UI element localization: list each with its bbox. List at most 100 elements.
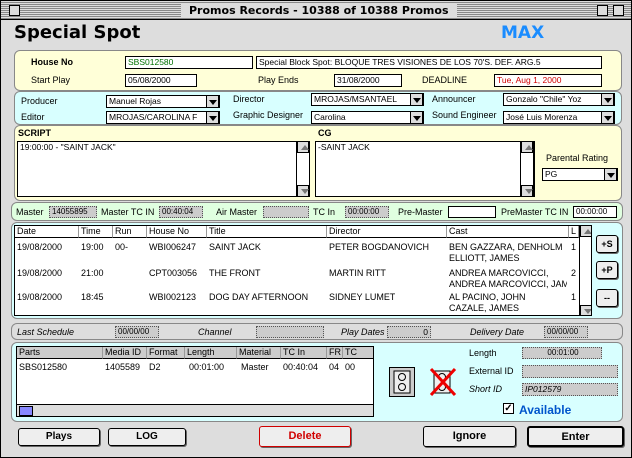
table-row[interactable]: 19/08/2000 21:00 CPT003056 THE FRONT MAR… xyxy=(15,266,579,290)
chevron-down-icon[interactable] xyxy=(410,112,423,123)
scroll-down-icon[interactable] xyxy=(521,185,533,197)
channel-field[interactable] xyxy=(256,326,324,338)
external-id-label: External ID xyxy=(469,366,514,376)
col-run[interactable]: Run xyxy=(113,226,147,238)
description-field[interactable]: Special Block Spot: BLOQUE TRES VISIONES… xyxy=(256,56,602,69)
no-tape-icon[interactable] xyxy=(429,367,457,397)
ignore-button[interactable]: Ignore xyxy=(423,426,516,447)
col-length[interactable]: Length xyxy=(185,347,237,359)
schedule-table[interactable]: Date Time Run House No Title Director Ca… xyxy=(14,225,592,316)
scroll-down-icon[interactable] xyxy=(580,305,591,315)
director-select[interactable]: MROJAS/MSANTAEL xyxy=(311,93,424,106)
play-dates-label: Play Dates xyxy=(341,327,385,337)
master-field[interactable]: 14055895 xyxy=(49,206,97,218)
delete-button[interactable]: Delete xyxy=(259,426,351,447)
window-title: Promos Records - 10388 of 10388 Promos xyxy=(181,3,457,18)
delivery-date-field[interactable]: 00/00/00 xyxy=(544,326,588,338)
announcer-select[interactable]: Gonzalo "Chile" Yoz xyxy=(503,93,615,106)
producer-select[interactable]: Manuel Rojas xyxy=(106,95,220,108)
page-title: Special Spot xyxy=(14,22,141,43)
col-l[interactable]: L xyxy=(569,226,579,238)
col-tc[interactable]: TC xyxy=(343,347,373,359)
col-format[interactable]: Format xyxy=(147,347,185,359)
cell-cast-line2: ANDREA MARCOVICCI, JAMES xyxy=(449,279,567,289)
col-parts[interactable]: Parts xyxy=(17,347,103,359)
cell-cast-line1: BEN GAZZARA, DENHOLM xyxy=(449,242,563,252)
script-scrollbar[interactable] xyxy=(296,141,310,197)
graphic-designer-select[interactable]: Carolina xyxy=(311,111,424,124)
col-media-id[interactable]: Media ID xyxy=(103,347,147,359)
cell-run: 00- xyxy=(115,242,129,252)
chevron-down-icon[interactable] xyxy=(601,94,614,105)
master-label: Master xyxy=(16,207,44,217)
enter-button[interactable]: Enter xyxy=(527,426,624,447)
schedule-scrollbar[interactable] xyxy=(579,226,591,315)
house-no-field[interactable]: SBS012580 xyxy=(125,56,253,69)
scroll-thumb[interactable] xyxy=(19,406,33,416)
start-play-field[interactable]: 05/08/2000 xyxy=(125,74,197,87)
table-row[interactable]: 19/08/2000 19:00 00- WBI006247 SAINT JAC… xyxy=(15,240,579,266)
remove-button[interactable]: -- xyxy=(596,289,618,307)
cg-scrollbar[interactable] xyxy=(520,141,534,197)
parental-rating-select[interactable]: PG xyxy=(542,168,618,181)
close-box-icon[interactable] xyxy=(9,5,20,16)
editor-select[interactable]: MROJAS/CAROLINA F xyxy=(106,111,220,124)
zoom-box-icon[interactable] xyxy=(597,5,608,16)
cell-l: 2 xyxy=(571,268,577,278)
table-row[interactable]: 19/08/2000 18:45 WBI002123 DOG DAY AFTER… xyxy=(15,290,579,315)
col-date[interactable]: Date xyxy=(15,226,79,238)
add-p-button[interactable]: +P xyxy=(596,261,618,279)
cg-textarea[interactable]: -SAINT JACK xyxy=(315,141,535,197)
external-id-field[interactable] xyxy=(522,365,618,378)
chevron-down-icon[interactable] xyxy=(604,169,617,180)
max-badge: MAX xyxy=(501,23,545,43)
available-checkbox[interactable]: ✓ xyxy=(503,403,514,414)
tc-in-field[interactable]: 00:00:00 xyxy=(345,206,389,218)
cell-house-no: WBI002123 xyxy=(149,292,197,302)
house-no-label: House No xyxy=(31,57,74,67)
parts-table[interactable]: Parts Media ID Format Length Material TC… xyxy=(16,346,374,417)
parts-h-scrollbar[interactable] xyxy=(17,404,373,416)
scroll-up-icon[interactable] xyxy=(580,226,591,237)
col-fr[interactable]: FR xyxy=(327,347,343,359)
cell-material: Master xyxy=(241,362,269,372)
plays-button[interactable]: Plays xyxy=(18,428,100,446)
tape-icon[interactable] xyxy=(389,367,415,397)
chevron-down-icon[interactable] xyxy=(206,96,219,107)
pre-master-field[interactable] xyxy=(448,206,496,218)
master-tc-field[interactable]: 00:40:04 xyxy=(159,206,203,218)
last-schedule-field[interactable]: 00/00/00 xyxy=(115,326,159,338)
col-time[interactable]: Time xyxy=(79,226,113,238)
col-title[interactable]: Title xyxy=(207,226,327,238)
col-cast[interactable]: Cast xyxy=(447,226,569,238)
cell-time: 18:45 xyxy=(81,292,104,302)
title-bar[interactable]: Promos Records - 10388 of 10388 Promos xyxy=(1,1,631,20)
add-s-button[interactable]: +S xyxy=(596,235,618,253)
col-tc-in[interactable]: TC In xyxy=(281,347,327,359)
chevron-down-icon[interactable] xyxy=(601,112,614,123)
log-button[interactable]: LOG xyxy=(108,428,186,446)
chevron-down-icon[interactable] xyxy=(206,112,219,123)
col-house-no[interactable]: House No xyxy=(147,226,207,238)
parental-rating-label: Parental Rating xyxy=(546,153,609,163)
table-row[interactable]: SBS012580 1405589 D2 00:01:00 Master 00:… xyxy=(17,362,373,374)
scroll-down-icon[interactable] xyxy=(297,185,309,197)
play-dates-field[interactable]: 0 xyxy=(387,326,431,338)
cell-date: 19/08/2000 xyxy=(17,268,63,278)
chevron-down-icon[interactable] xyxy=(410,94,423,105)
deadline-field[interactable]: Tue, Aug 1, 2000 xyxy=(494,74,602,87)
cg-label: CG xyxy=(318,128,332,138)
collapse-box-icon[interactable] xyxy=(613,5,624,16)
script-textarea[interactable]: 19:00:00 - "SAINT JACK" xyxy=(17,141,309,197)
scroll-up-icon[interactable] xyxy=(521,141,533,153)
air-master-field[interactable] xyxy=(263,206,309,218)
scroll-up-icon[interactable] xyxy=(297,141,309,153)
pre-master-tc-field[interactable]: 00:00:00 xyxy=(573,206,617,218)
short-id-field[interactable]: IP012579 xyxy=(522,383,618,396)
col-director[interactable]: Director xyxy=(327,226,447,238)
sound-engineer-select[interactable]: José Luis Morenza xyxy=(503,111,615,124)
play-ends-field[interactable]: 31/08/2000 xyxy=(334,74,402,87)
length-field[interactable]: 00:01:00 xyxy=(522,347,602,359)
col-material[interactable]: Material xyxy=(237,347,281,359)
